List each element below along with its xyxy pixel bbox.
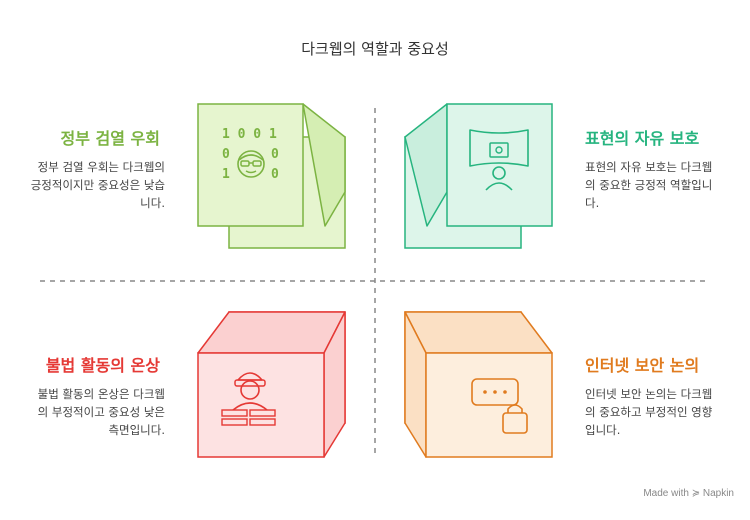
- box-government-censorship: 1 0 0 1 0 0 1 0: [197, 103, 346, 249]
- made-with-napkin[interactable]: Made with ≽ Napkin: [643, 488, 734, 499]
- title-freedom-of-expression: 표현의 자유 보호: [585, 129, 700, 148]
- password-lock-icon: [471, 378, 528, 434]
- box-internet-security: [404, 311, 553, 458]
- binary-left-1: 0: [222, 147, 230, 162]
- box-freedom-of-expression: [404, 103, 553, 249]
- box-illegal-activity: [197, 311, 346, 458]
- hacker-binary-icon: 1 0 0 1 0 0 1 0: [222, 127, 279, 182]
- title-internet-security: 인터넷 보안 논의: [585, 356, 700, 375]
- criminal-money-icon: [221, 372, 276, 426]
- binary-right-2: 0: [271, 167, 279, 182]
- napkin-logo-icon: ≽: [691, 488, 701, 499]
- desc-freedom-of-expression: 표현의 자유 보호는 다크웹의 중요한 긍정적 역할입니다.: [585, 160, 713, 210]
- title-government-censorship: 정부 검열 우회: [60, 129, 160, 148]
- binary-right-1: 0: [271, 147, 279, 162]
- binary-row-top: 1 0 0 1: [222, 127, 277, 142]
- desc-government-censorship: 정부 검열 우회는 다크웹의 긍정적이지만 중요성은 낮습니다.: [30, 160, 165, 210]
- desc-illegal-activity: 불법 활동의 온상은 다크웹의 부정적이고 중요성 낮은 측면입니다.: [37, 387, 165, 437]
- freedom-banner-person-icon: [469, 129, 529, 191]
- napkin-brand: Napkin: [702, 488, 734, 499]
- binary-left-2: 1: [222, 167, 230, 182]
- page-title: 다크웹의 역할과 중요성: [301, 40, 449, 58]
- made-with-label: Made with: [643, 488, 689, 499]
- desc-internet-security: 인터넷 보안 논의는 다크웹의 중요하고 부정적인 영향입니다.: [585, 387, 713, 437]
- title-illegal-activity: 불법 활동의 온상: [45, 356, 160, 375]
